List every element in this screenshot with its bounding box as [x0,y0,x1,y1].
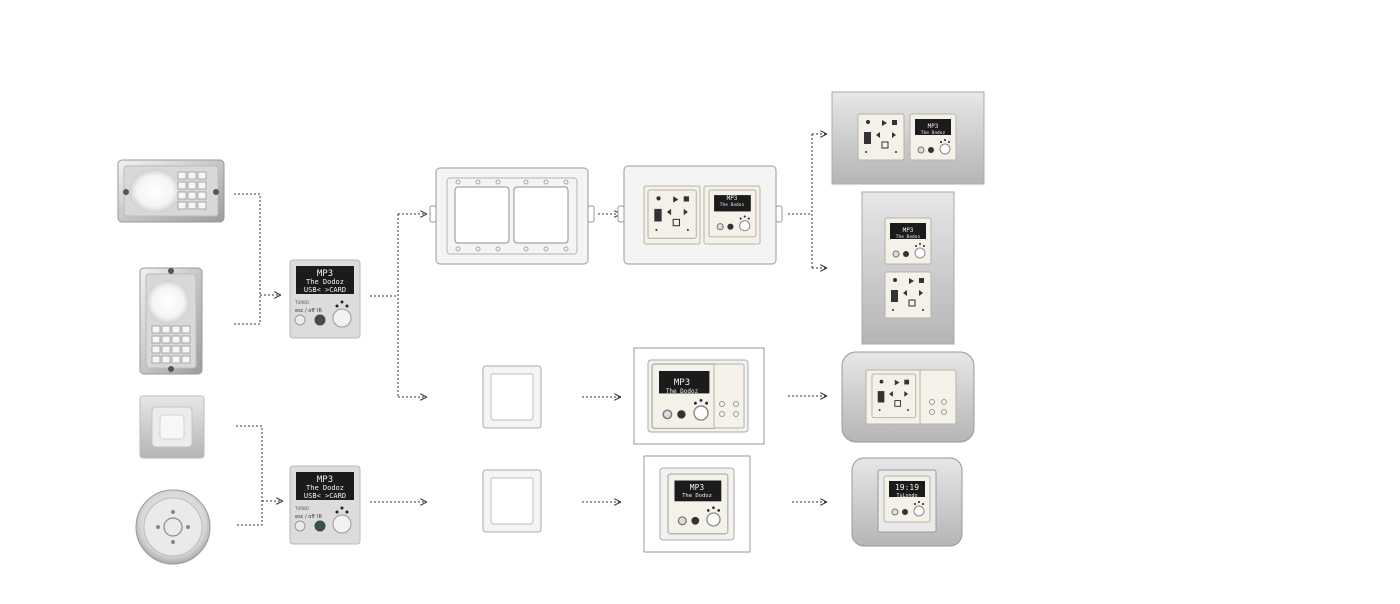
grille-speaker-icon [117,159,225,223]
connector-lines [234,134,826,526]
display-line-3: USB< >CARD [304,286,346,294]
brand-label: TURBO [294,506,309,511]
esc-off-label: esc / off [295,308,315,314]
round-speaker-icon [135,489,211,565]
display-line-2: The Dodoz [896,234,921,240]
finished-plate-clock: 19:19 TuLondo [851,457,963,547]
display-line-2: The Dodoz [720,202,745,208]
double-frame-assembled: MP3 The Dodoz [617,165,783,265]
display-line-2: The Dodoz [666,388,699,395]
display-line-1: MP3 [317,475,333,485]
single-mounting-frame-2 [482,469,542,533]
display-line-3: USB< >CARD [304,492,346,500]
display-line-1: MP3 [674,378,690,388]
esc-off-label: esc / off [295,514,315,520]
ir-label: IR [317,514,322,520]
single-frame-assembled: MP3 The Dodoz [633,347,765,445]
finished-plate-rounded-double [841,351,975,443]
display-line-1: MP3 [903,227,914,234]
display-line-2: The Dodoz [306,484,344,492]
brand-label: TURBO [294,300,309,305]
clock-subtitle: TuLondo [896,493,917,499]
display-line-1: MP3 [727,195,738,202]
finished-plate-vertical: MP3 The Dodoz [861,191,955,345]
audio-module-top: MP3 The Dodoz USB< >CARD TURBO esc / off… [289,259,361,339]
display-line-1: MP3 [928,123,939,130]
clock-time: 19:19 [895,483,919,492]
single-frame-assembled-2: MP3 The Dodoz [643,455,751,553]
display-line-1: MP3 [690,483,705,492]
double-mounting-frame [429,167,595,265]
single-mounting-frame [482,365,542,429]
square-speaker-icon [139,395,205,459]
ir-label: IR [317,308,322,314]
display-line-2: The Dodoz [921,130,946,136]
audio-module-bottom: MP3 The Dodoz USB< >CARD TURBO esc / off… [289,465,361,545]
display-line-1: MP3 [317,269,333,279]
display-line-2: The Dodoz [306,278,344,286]
display-line-2: The Dodoz [682,493,712,499]
finished-plate-horizontal: MP3 The Dodoz [831,91,985,185]
grille-speaker-vertical-icon [139,267,203,375]
